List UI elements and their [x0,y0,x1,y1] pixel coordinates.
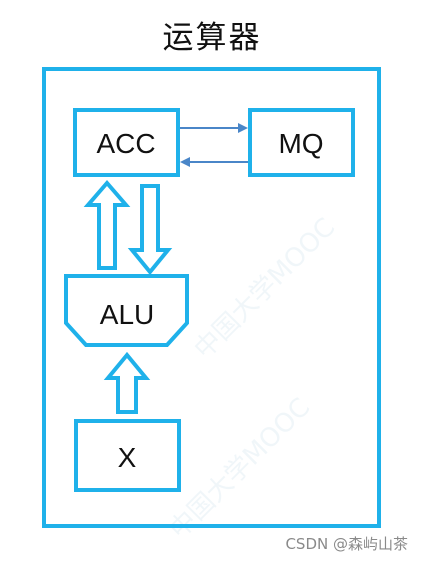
acc-block: ACC [73,108,180,177]
alu-block: ALU [64,274,189,347]
arrow-alu-to-acc [83,179,131,270]
watermark-text: 中国大学MOOC [164,393,316,545]
acc-label: ACC [96,128,155,159]
alu-label: ALU [100,299,154,330]
arrow-acc-to-alu [127,184,173,276]
x-block: X [74,419,181,492]
arrow-mq-to-acc-head [180,157,190,167]
mq-block: MQ [248,108,355,177]
watermark-text: 中国大学MOOC [189,213,341,365]
mq-label: MQ [278,128,323,159]
source-credit: CSDN @森屿山茶 [285,535,408,553]
diagram-title: 运算器 [162,20,262,56]
x-label: X [118,442,137,473]
watermark-layer: 中国大学MOOC 中国大学MOOC [164,213,341,545]
arrow-x-to-alu [103,351,151,414]
arrow-acc-to-mq-head [238,123,248,133]
arithmetic-unit-frame [42,67,381,528]
acc-mq-arrows [180,123,248,167]
